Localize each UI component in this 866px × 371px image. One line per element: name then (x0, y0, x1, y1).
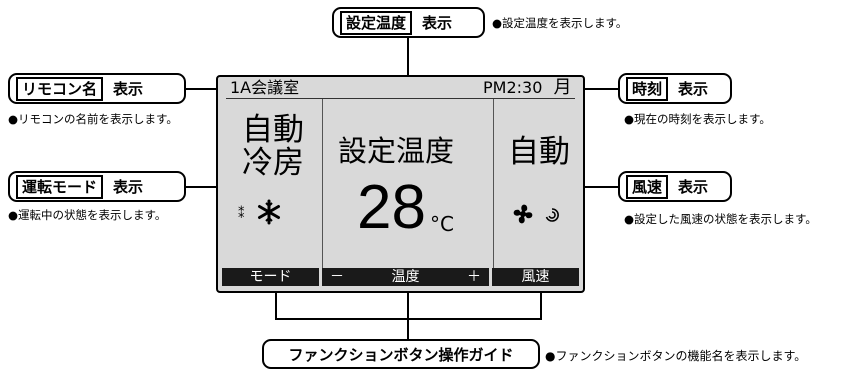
clock-callout-suffix: 表示 (678, 80, 709, 98)
function-guide-bracket-left (275, 293, 277, 319)
set-temp-callout-label: 設定温度 (340, 10, 413, 35)
set-temp-label: 設定温度 (338, 134, 455, 168)
remote-name-callout: リモコン名 表示 (8, 73, 186, 104)
function-guide-callout-label: ファンクションボタン操作ガイド (288, 345, 514, 364)
op-mode-callout-suffix: 表示 (113, 178, 144, 196)
remote-name-leader (186, 88, 232, 90)
clock-time: PM2:30 月 (483, 78, 571, 98)
clock-callout: 時刻 表示 (618, 73, 732, 104)
remote-name-callout-label: リモコン名 (16, 76, 104, 101)
mode-indicator-icon: ⁑ (238, 207, 245, 222)
mode-button-label[interactable]: モード (222, 268, 319, 286)
clock-description: ●現在の時刻を表示します。 (624, 112, 771, 126)
snowflake-icon (256, 199, 282, 225)
fan-speed-description: ●設定した風速の状態を表示します。 (624, 212, 817, 226)
fan-mode-label: 自動 (508, 134, 570, 170)
temperature-value: 28 (357, 173, 426, 242)
op-mode-callout-label: 運転モード (16, 174, 104, 199)
function-guide-callout: ファンクションボタン操作ガイド (262, 339, 540, 369)
clock-weekday: 月 (553, 77, 572, 98)
function-guide-bracket-bottom (275, 318, 542, 320)
remote-name-text: 1A会議室 (230, 78, 300, 97)
mode-line-1: 自動 (242, 112, 304, 148)
fan-speed-callout-suffix: 表示 (678, 178, 709, 196)
fan-button-label[interactable]: 風速 (492, 268, 579, 286)
remote-name-description: ●リモコンの名前を表示します。 (8, 112, 178, 126)
temperature-unit: °C (430, 212, 454, 236)
fan-speed-leader (572, 186, 618, 188)
function-guide-description: ●ファンクションボタンの機能名を表示します。 (545, 349, 807, 363)
op-mode-leader (186, 186, 228, 188)
screen-divider-right (493, 99, 494, 273)
function-button-guide: モード － 温度 ＋ 風速 (222, 268, 579, 286)
clock-time-text: PM2:30 (483, 78, 543, 97)
set-temp-callout: 設定温度 表示 (332, 7, 485, 38)
fan-speed-callout-label: 風速 (626, 174, 669, 199)
clock-leader (584, 88, 618, 90)
header-underline (226, 98, 575, 99)
op-mode-callout: 運転モード 表示 (8, 171, 186, 202)
mode-line-2: 冷房 (242, 145, 304, 181)
function-guide-bracket-right (540, 293, 542, 319)
temp-button-label: 温度 (391, 269, 420, 285)
fan-icon (510, 201, 536, 227)
temp-down-button[interactable]: － (330, 269, 344, 285)
remote-name-callout-suffix: 表示 (113, 80, 144, 98)
remote-screen: 1A会議室 PM2:30 月 自動 冷房 ⁑ 設定温度 28 °C 自動 (216, 75, 585, 293)
op-mode-description: ●運転中の状態を表示します。 (8, 208, 167, 222)
clock-callout-label: 時刻 (626, 76, 669, 101)
fan-swirl-icon (544, 207, 560, 223)
temp-up-button[interactable]: ＋ (467, 269, 481, 285)
temp-group: － 温度 ＋ (322, 268, 489, 286)
fan-speed-callout: 風速 表示 (618, 171, 732, 202)
function-guide-bracket-mid (407, 293, 409, 339)
set-temp-description: ●設定温度を表示します。 (492, 16, 628, 30)
set-temp-callout-suffix: 表示 (422, 14, 453, 32)
screen-divider-left (322, 99, 323, 273)
